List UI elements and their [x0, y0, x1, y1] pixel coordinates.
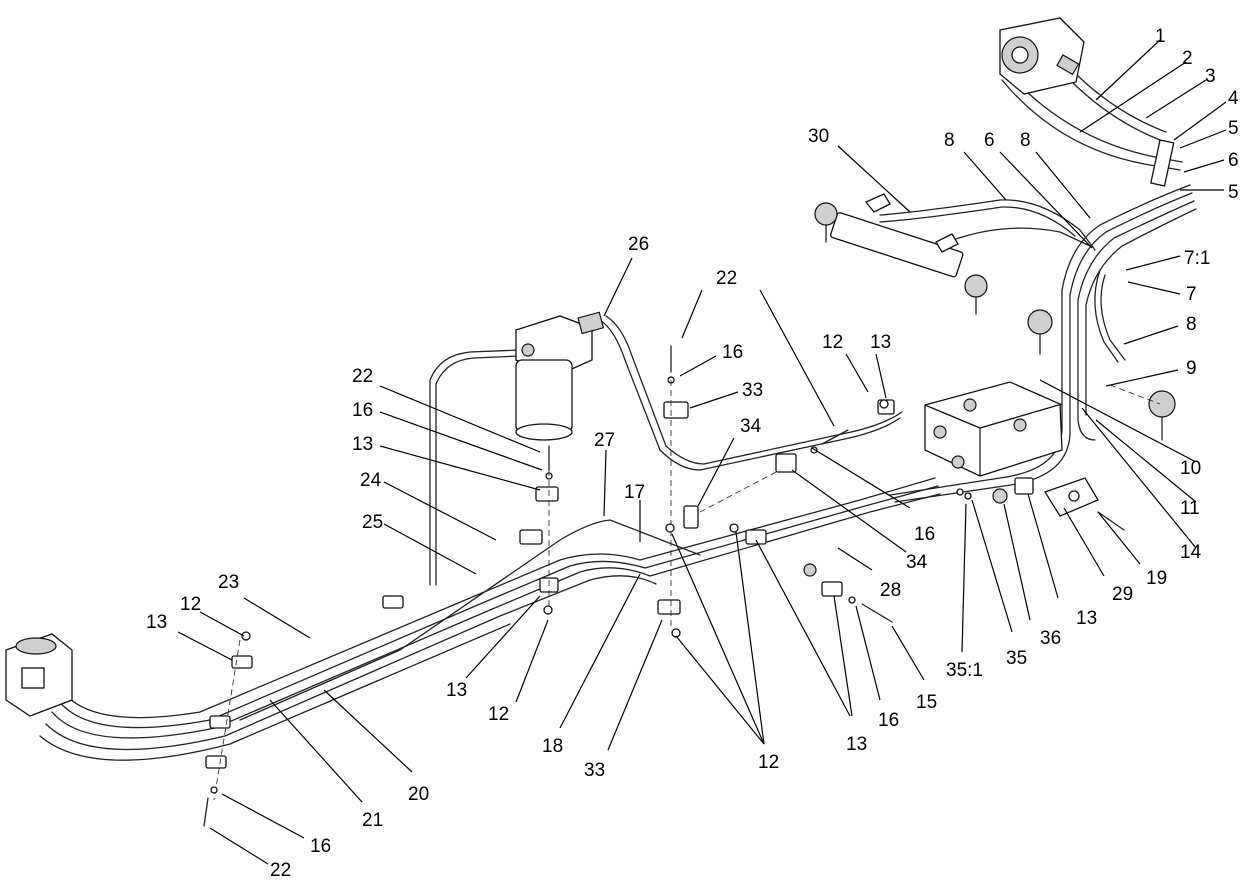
callout-16: 16	[310, 836, 331, 857]
callout-24: 24	[360, 470, 382, 491]
callout-7: 7	[1186, 284, 1197, 305]
callout-26: 26	[628, 234, 649, 255]
callout-36: 36	[1040, 628, 1061, 649]
axis-line	[1109, 384, 1161, 405]
callout-22: 22	[352, 366, 373, 387]
callout-3: 3	[1205, 66, 1216, 87]
callout-13: 13	[870, 332, 891, 353]
callout-13: 13	[352, 434, 373, 455]
callout-12: 12	[822, 332, 843, 353]
callout-12: 12	[758, 752, 779, 773]
callout-2: 2	[1182, 48, 1193, 69]
callout-13: 13	[846, 734, 867, 755]
tube-filter-return	[429, 315, 903, 586]
callout-14: 14	[1180, 542, 1202, 563]
callout-20: 20	[408, 784, 429, 805]
filter-assembly	[515, 311, 605, 441]
callout-8: 8	[944, 130, 955, 151]
wheel-motor-right-lower	[1148, 390, 1176, 441]
callout-35-1: 35:1	[946, 660, 983, 681]
callout-13: 13	[446, 680, 467, 701]
callout-9: 9	[1186, 358, 1197, 379]
steering-cylinder	[814, 193, 988, 315]
callout-13: 13	[1076, 608, 1097, 629]
callout-33: 33	[584, 760, 605, 781]
callout-30: 30	[808, 126, 829, 147]
mounting-bracket	[1044, 477, 1099, 517]
callout-4: 4	[1228, 88, 1239, 109]
callout-35: 35	[1006, 648, 1027, 669]
callout-16: 16	[722, 342, 743, 363]
callout-5: 5	[1228, 182, 1239, 203]
callout-12: 12	[180, 594, 201, 615]
callout-22: 22	[716, 268, 737, 289]
callout-10: 10	[1180, 458, 1201, 479]
callout-16: 16	[352, 400, 373, 421]
callout-1: 1	[1155, 26, 1166, 47]
callout-28: 28	[880, 580, 901, 601]
callout-23: 23	[218, 572, 239, 593]
callout-22: 22	[270, 860, 291, 881]
callout-19: 19	[1146, 568, 1167, 589]
callout-13: 13	[146, 612, 167, 633]
callout-25: 25	[362, 512, 383, 533]
callout-15: 15	[916, 692, 937, 713]
callout-16: 16	[914, 524, 935, 545]
callout-34: 34	[740, 416, 762, 437]
pump-top-right	[999, 17, 1175, 187]
callout-12: 12	[488, 704, 509, 725]
callout-6: 6	[1228, 150, 1239, 171]
callout-27: 27	[594, 430, 615, 451]
callout-11: 11	[1180, 498, 1200, 519]
callout-6: 6	[984, 130, 995, 151]
callout-7-1: 7:1	[1184, 248, 1210, 269]
callout-8: 8	[1020, 130, 1031, 151]
callout-17: 17	[624, 482, 645, 503]
tube-steering-cylinder	[879, 199, 1126, 363]
wheel-motor-right-upper	[1027, 309, 1053, 355]
callout-18: 18	[542, 736, 563, 757]
callout-33: 33	[742, 380, 763, 401]
callout-34: 34	[906, 552, 928, 573]
control-valve	[924, 381, 1063, 477]
callout-8: 8	[1186, 314, 1197, 335]
callout-16: 16	[878, 710, 899, 731]
clamp-set	[205, 399, 1034, 769]
motor-left	[5, 633, 73, 717]
callout-21: 21	[362, 810, 383, 831]
callout-5: 5	[1228, 118, 1239, 139]
leader-lines	[177, 39, 1227, 865]
bolts-washers	[203, 345, 1125, 827]
callout-labels: 1 2 3 4 5 6 5 30 8 6 8 7:1 7 8 9 10 11 1…	[146, 26, 1239, 881]
callout-29: 29	[1112, 584, 1133, 605]
